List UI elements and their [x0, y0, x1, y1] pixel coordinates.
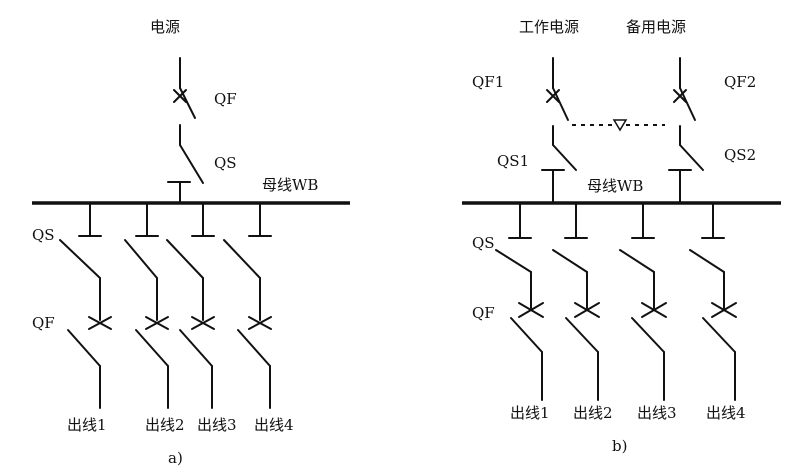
qf-blade: [179, 329, 213, 367]
qs-blade: [552, 249, 588, 273]
feeder-a-1: [59, 202, 112, 409]
outlet-label-3: 出线3: [197, 416, 237, 434]
outlet-label-b-2: 出线2: [573, 404, 613, 422]
qf-blade: [702, 317, 736, 353]
qs2-blade: [679, 144, 704, 171]
qf1-cross-mark: [546, 89, 560, 103]
label-power-source: 电源: [150, 18, 180, 36]
qf-blade: [510, 317, 543, 353]
qs-blade: [59, 239, 101, 279]
qf-blade: [565, 317, 599, 353]
qf-cross-mark: [711, 302, 737, 318]
qs-blade: [619, 249, 655, 273]
caption-a: a): [168, 449, 183, 467]
label-backup-source: 备用电源: [626, 18, 686, 36]
qf-cross-mark: [88, 316, 112, 330]
qf-cross-mark: [191, 316, 215, 330]
label-qf: QF: [214, 90, 237, 108]
label-busbar: 母线WB: [262, 176, 318, 194]
label-qs2: QS2: [724, 146, 756, 164]
outlet-label-1: 出线1: [67, 416, 107, 434]
outlet-label-4: 出线4: [254, 416, 294, 434]
qf2-cross-mark: [673, 89, 687, 103]
qs-blade: [495, 249, 532, 273]
label-qf2: QF2: [724, 73, 756, 91]
outlet-label-b-1: 出线1: [510, 404, 550, 422]
qf-blade: [135, 329, 169, 367]
qf-cross-mark: [518, 302, 544, 318]
label-qs: QS: [214, 154, 237, 172]
diagram-b: 工作电源 备用电源 QF1 QS1 QF2 QS2 母线WB: [462, 18, 781, 455]
qs1-blade: [552, 144, 577, 171]
qf-cross-mark: [173, 89, 187, 103]
label-working-source: 工作电源: [519, 18, 579, 36]
feeder-b-2: [552, 202, 600, 401]
caption-b: b): [612, 437, 627, 455]
feeder-a-2: [124, 202, 169, 409]
label-feeder-qs-b: QS: [472, 234, 495, 252]
feeder-a-4: [223, 202, 272, 409]
qs-blade: [223, 239, 261, 279]
qf-cross-mark: [641, 302, 667, 318]
qs-blade: [166, 239, 204, 279]
label-feeder-qf-b: QF: [472, 304, 495, 322]
feeder-b-3: [619, 202, 667, 401]
qf-cross-mark: [145, 316, 169, 330]
feeder-b-4: [689, 202, 737, 401]
qf-cross-mark: [248, 316, 272, 330]
qf-cross-mark: [574, 302, 600, 318]
qs-blade: [689, 249, 725, 273]
qf-blade: [631, 317, 665, 353]
label-qs1: QS1: [497, 152, 529, 170]
qf-blade: [237, 329, 271, 367]
label-busbar-b: 母线WB: [587, 177, 643, 195]
feeder-a-3: [166, 202, 215, 409]
diagram-a: 电源 QF QS 母线WB: [32, 18, 350, 467]
interlock-triangle-icon: [612, 119, 628, 132]
label-feeder-qs: QS: [32, 226, 55, 244]
label-feeder-qf: QF: [32, 314, 55, 332]
qs-blade: [124, 239, 158, 279]
label-qf1: QF1: [472, 73, 504, 91]
feeder-b-1: [495, 202, 544, 401]
outlet-label-2: 出线2: [145, 416, 185, 434]
qf-blade: [67, 329, 101, 367]
outlet-label-b-4: 出线4: [706, 404, 746, 422]
qs-blade: [179, 144, 204, 184]
outlet-label-b-3: 出线3: [637, 404, 677, 422]
